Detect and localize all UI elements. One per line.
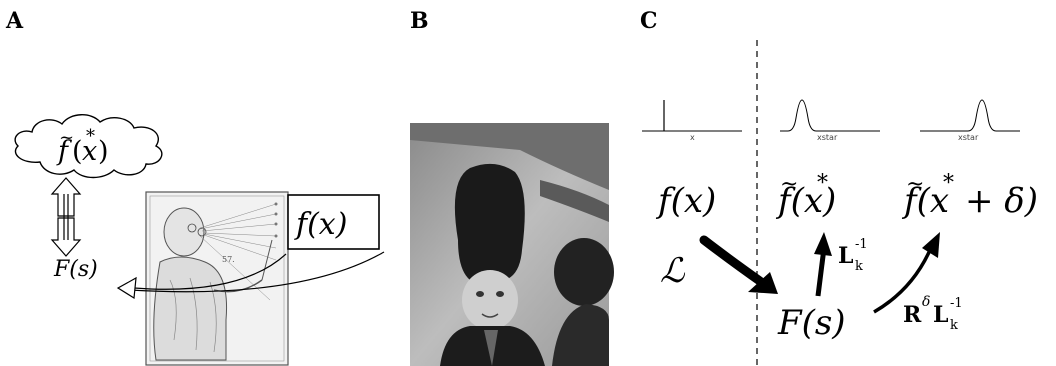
panel-c-f-tilde-x-star-plus-delta: f(x + δ) ~ * — [901, 171, 1038, 221]
svg-text:-1: -1 — [950, 296, 963, 311]
cloud-f-tilde-x-star: f ~ ( x * ) — [56, 126, 109, 167]
svg-text:k: k — [950, 318, 958, 333]
op-R-L-inverse-label: R δ L k -1 — [903, 294, 963, 333]
mini-plot-3-axis-label: xstar — [958, 133, 979, 142]
f-of-x-box — [287, 194, 380, 250]
double-arrow-icon — [50, 177, 82, 257]
svg-text:*: * — [817, 171, 828, 196]
mini-plot-delta: x — [642, 100, 742, 142]
mini-plot-2-axis-label: xstar — [817, 133, 838, 142]
panel-a: 57. f ~ ( x * ) F(s) f(x) — [14, 114, 385, 366]
svg-text:+ δ): + δ) — [965, 181, 1038, 221]
op-L-inverse-label: L k -1 — [838, 237, 868, 274]
panel-a-F-of-s: F(s) — [53, 257, 98, 282]
cloud-f-tilde: ~ — [59, 127, 74, 148]
woodcut-illustration: 57. — [145, 191, 289, 366]
sweep-arrowhead-icon — [116, 276, 137, 300]
svg-text:k: k — [855, 259, 863, 274]
svg-text:*: * — [943, 171, 954, 196]
svg-text:-1: -1 — [855, 237, 868, 252]
svg-text:L: L — [838, 243, 853, 269]
cloud-x: x — [82, 136, 97, 167]
panel-b-photo — [410, 123, 614, 366]
cloud-paren-open: ( — [72, 136, 83, 167]
cloud-star: * — [86, 126, 95, 147]
svg-text:~: ~ — [780, 172, 798, 197]
sweep-arrow-inner — [133, 253, 287, 290]
panel-c: x xstar xstar f(x) f(x) ~ * f(x + δ) ~ *… — [642, 40, 1038, 366]
mini-plot-gaussian-2: xstar — [920, 99, 1020, 142]
mini-plot-1-axis-label: x — [690, 133, 695, 142]
sweep-arrow-outer — [129, 251, 385, 293]
forward-transform-arrow-icon — [699, 235, 778, 294]
svg-text:R: R — [903, 302, 922, 328]
cloud-paren-close: ) — [98, 136, 109, 167]
svg-text:f(x: f(x — [901, 181, 949, 221]
svg-text:f(x): f(x) — [775, 181, 836, 221]
shifted-inverse-transform-arrow-icon — [873, 232, 940, 314]
panel-c-f-tilde-x-star: f(x) ~ * — [775, 171, 836, 221]
thought-cloud — [14, 114, 163, 179]
svg-text:δ: δ — [922, 294, 930, 310]
svg-text:~: ~ — [906, 172, 924, 197]
panel-a-f-of-x: f(x) — [294, 207, 347, 242]
laplace-operator-symbol: ℒ — [660, 251, 686, 291]
panel-b-letter: B — [410, 8, 429, 34]
svg-text:L: L — [933, 302, 948, 328]
inverse-transform-arrow-icon — [814, 232, 832, 297]
mini-plot-gaussian-1: xstar — [780, 99, 880, 142]
panel-c-F-of-s: F(s) — [777, 303, 846, 343]
panel-a-letter: A — [5, 8, 24, 34]
panel-c-letter: C — [640, 8, 658, 34]
woodcut-number: 57. — [222, 255, 235, 264]
panel-c-f-of-x: f(x) — [655, 181, 716, 221]
